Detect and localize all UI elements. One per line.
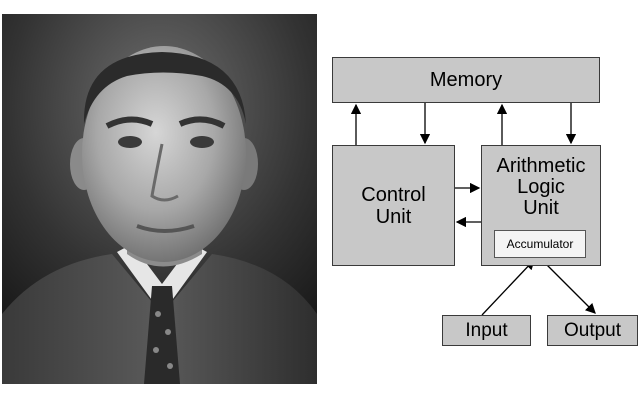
control-unit-label: Control Unit <box>361 183 426 228</box>
output-box: Output <box>547 315 638 346</box>
portrait-photo <box>2 14 317 384</box>
alu-label: Arithmetic Logic Unit <box>496 155 586 219</box>
control-unit-box: Control Unit <box>332 145 455 266</box>
memory-label: Memory <box>429 68 503 91</box>
accumulator-label: Accumulator <box>506 237 574 251</box>
input-box: Input <box>442 315 531 346</box>
arrow-accumulator-to-output <box>539 257 596 314</box>
input-label: Input <box>465 319 508 341</box>
arrow-input-to-accumulator <box>481 259 535 316</box>
memory-box: Memory <box>332 57 600 103</box>
output-label: Output <box>563 319 622 341</box>
accumulator-box: Accumulator <box>494 230 586 258</box>
